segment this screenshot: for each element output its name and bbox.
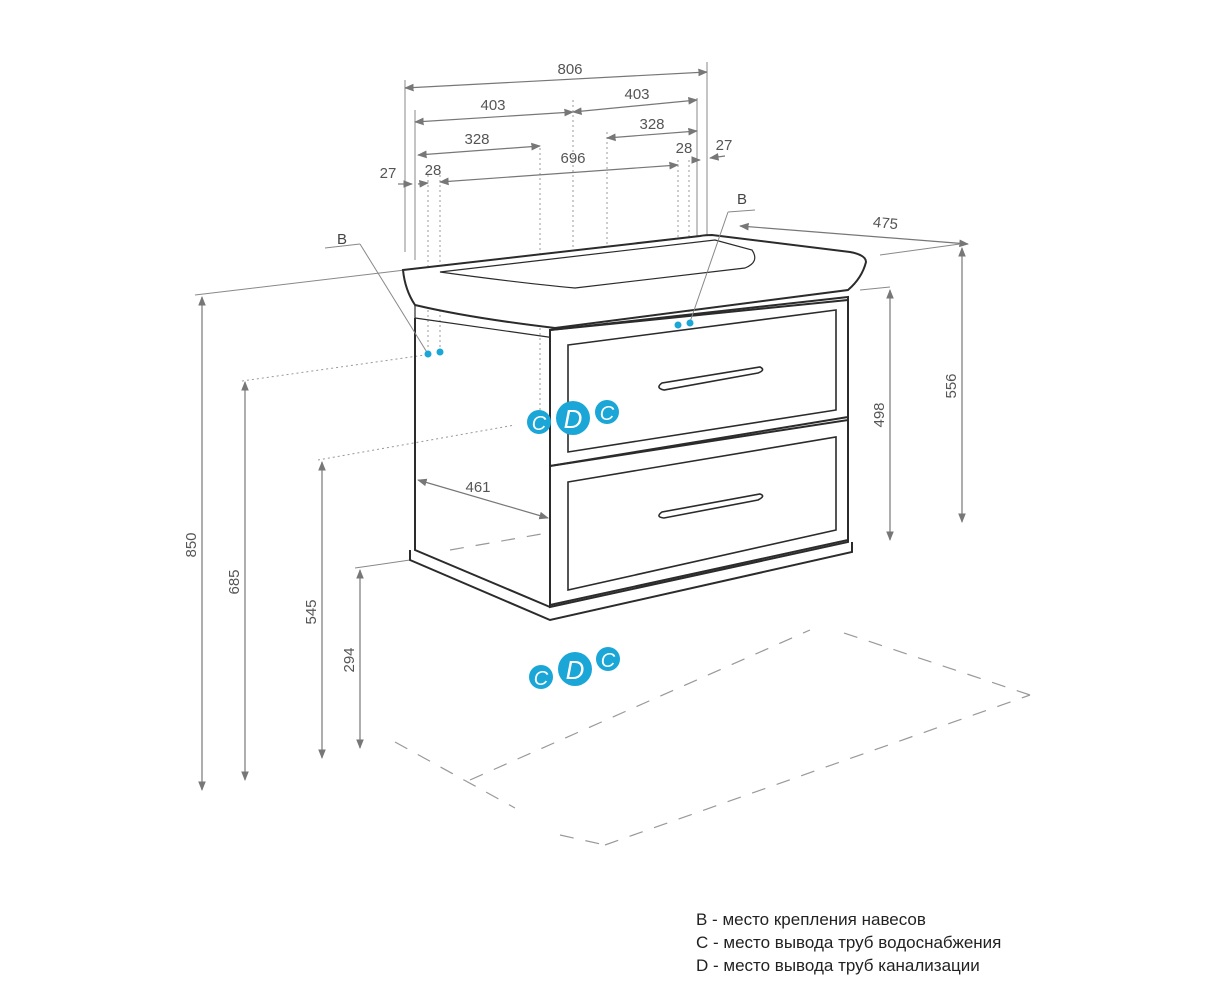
drain-marker-wall [556,401,590,435]
dim-edge-right: 27 [716,137,733,154]
dim-half-width-right: 403 [624,86,649,103]
hanger-point-right-b [686,319,694,327]
svg-text:C: C [601,650,616,672]
hanger-label-right: B [737,191,747,208]
horizontal-dimensions: 806 403 403 328 328 696 28 28 27 27 475 … [380,61,969,520]
drawer-top-handle [658,366,764,391]
legend: B - место крепления навесов C - место вы… [696,908,1096,977]
svg-text:D: D [566,655,585,685]
dim-hanger-height: 685 [226,569,243,594]
dim-half-width-left: 403 [480,97,505,114]
drawer-bottom [549,418,849,607]
hanger-point-right-a [674,321,682,329]
dim-hanger-left: 28 [425,162,442,179]
dim-total-height: 850 [183,532,200,557]
dim-cabinet-depth: 461 [465,479,490,496]
water-marker-floor-right [596,647,620,671]
cabinet-plinth [409,542,853,622]
dim-depth: 475 [872,214,899,234]
vanity-unit [401,233,868,622]
drawer-bottom-handle [658,493,764,519]
legend-item-drain: D - место вывода труб канализации [696,956,980,975]
water-marker-wall-left [527,410,551,434]
hanger-point-left-a [424,350,432,358]
pipe-markers-wall: C D C [527,400,619,435]
water-marker-floor-left [529,665,553,689]
hanger-label-left: B [337,231,347,248]
svg-text:D: D [564,404,583,434]
hanger-markers: B B [324,191,756,358]
hanger-point-left-b [436,348,444,356]
drain-marker-floor [558,652,592,686]
dim-hanger-right: 28 [676,140,693,157]
dim-basin-height: 556 [943,373,960,398]
vertical-dimensions: 850 685 545 294 498 556 [183,247,966,791]
water-marker-wall-right [595,400,619,424]
legend-item-water: C - место вывода труб водоснабжения [696,933,1002,952]
dim-pipe-left: 328 [464,131,489,148]
cabinet-side [414,318,551,608]
dim-inner-width: 696 [560,150,585,167]
svg-text:C: C [532,413,547,435]
svg-text:C: C [600,403,615,425]
pipe-markers-floor: C D C [529,647,620,690]
legend-item-hanger: B - место крепления навесов [696,910,926,929]
dim-edge-left: 27 [380,165,397,182]
dim-total-width: 806 [557,61,582,78]
svg-text:C: C [534,668,549,690]
dim-body-height: 498 [871,402,888,427]
dim-drain-height: 294 [341,647,358,672]
dim-water-height: 545 [303,599,320,624]
dim-pipe-right: 328 [639,116,664,133]
